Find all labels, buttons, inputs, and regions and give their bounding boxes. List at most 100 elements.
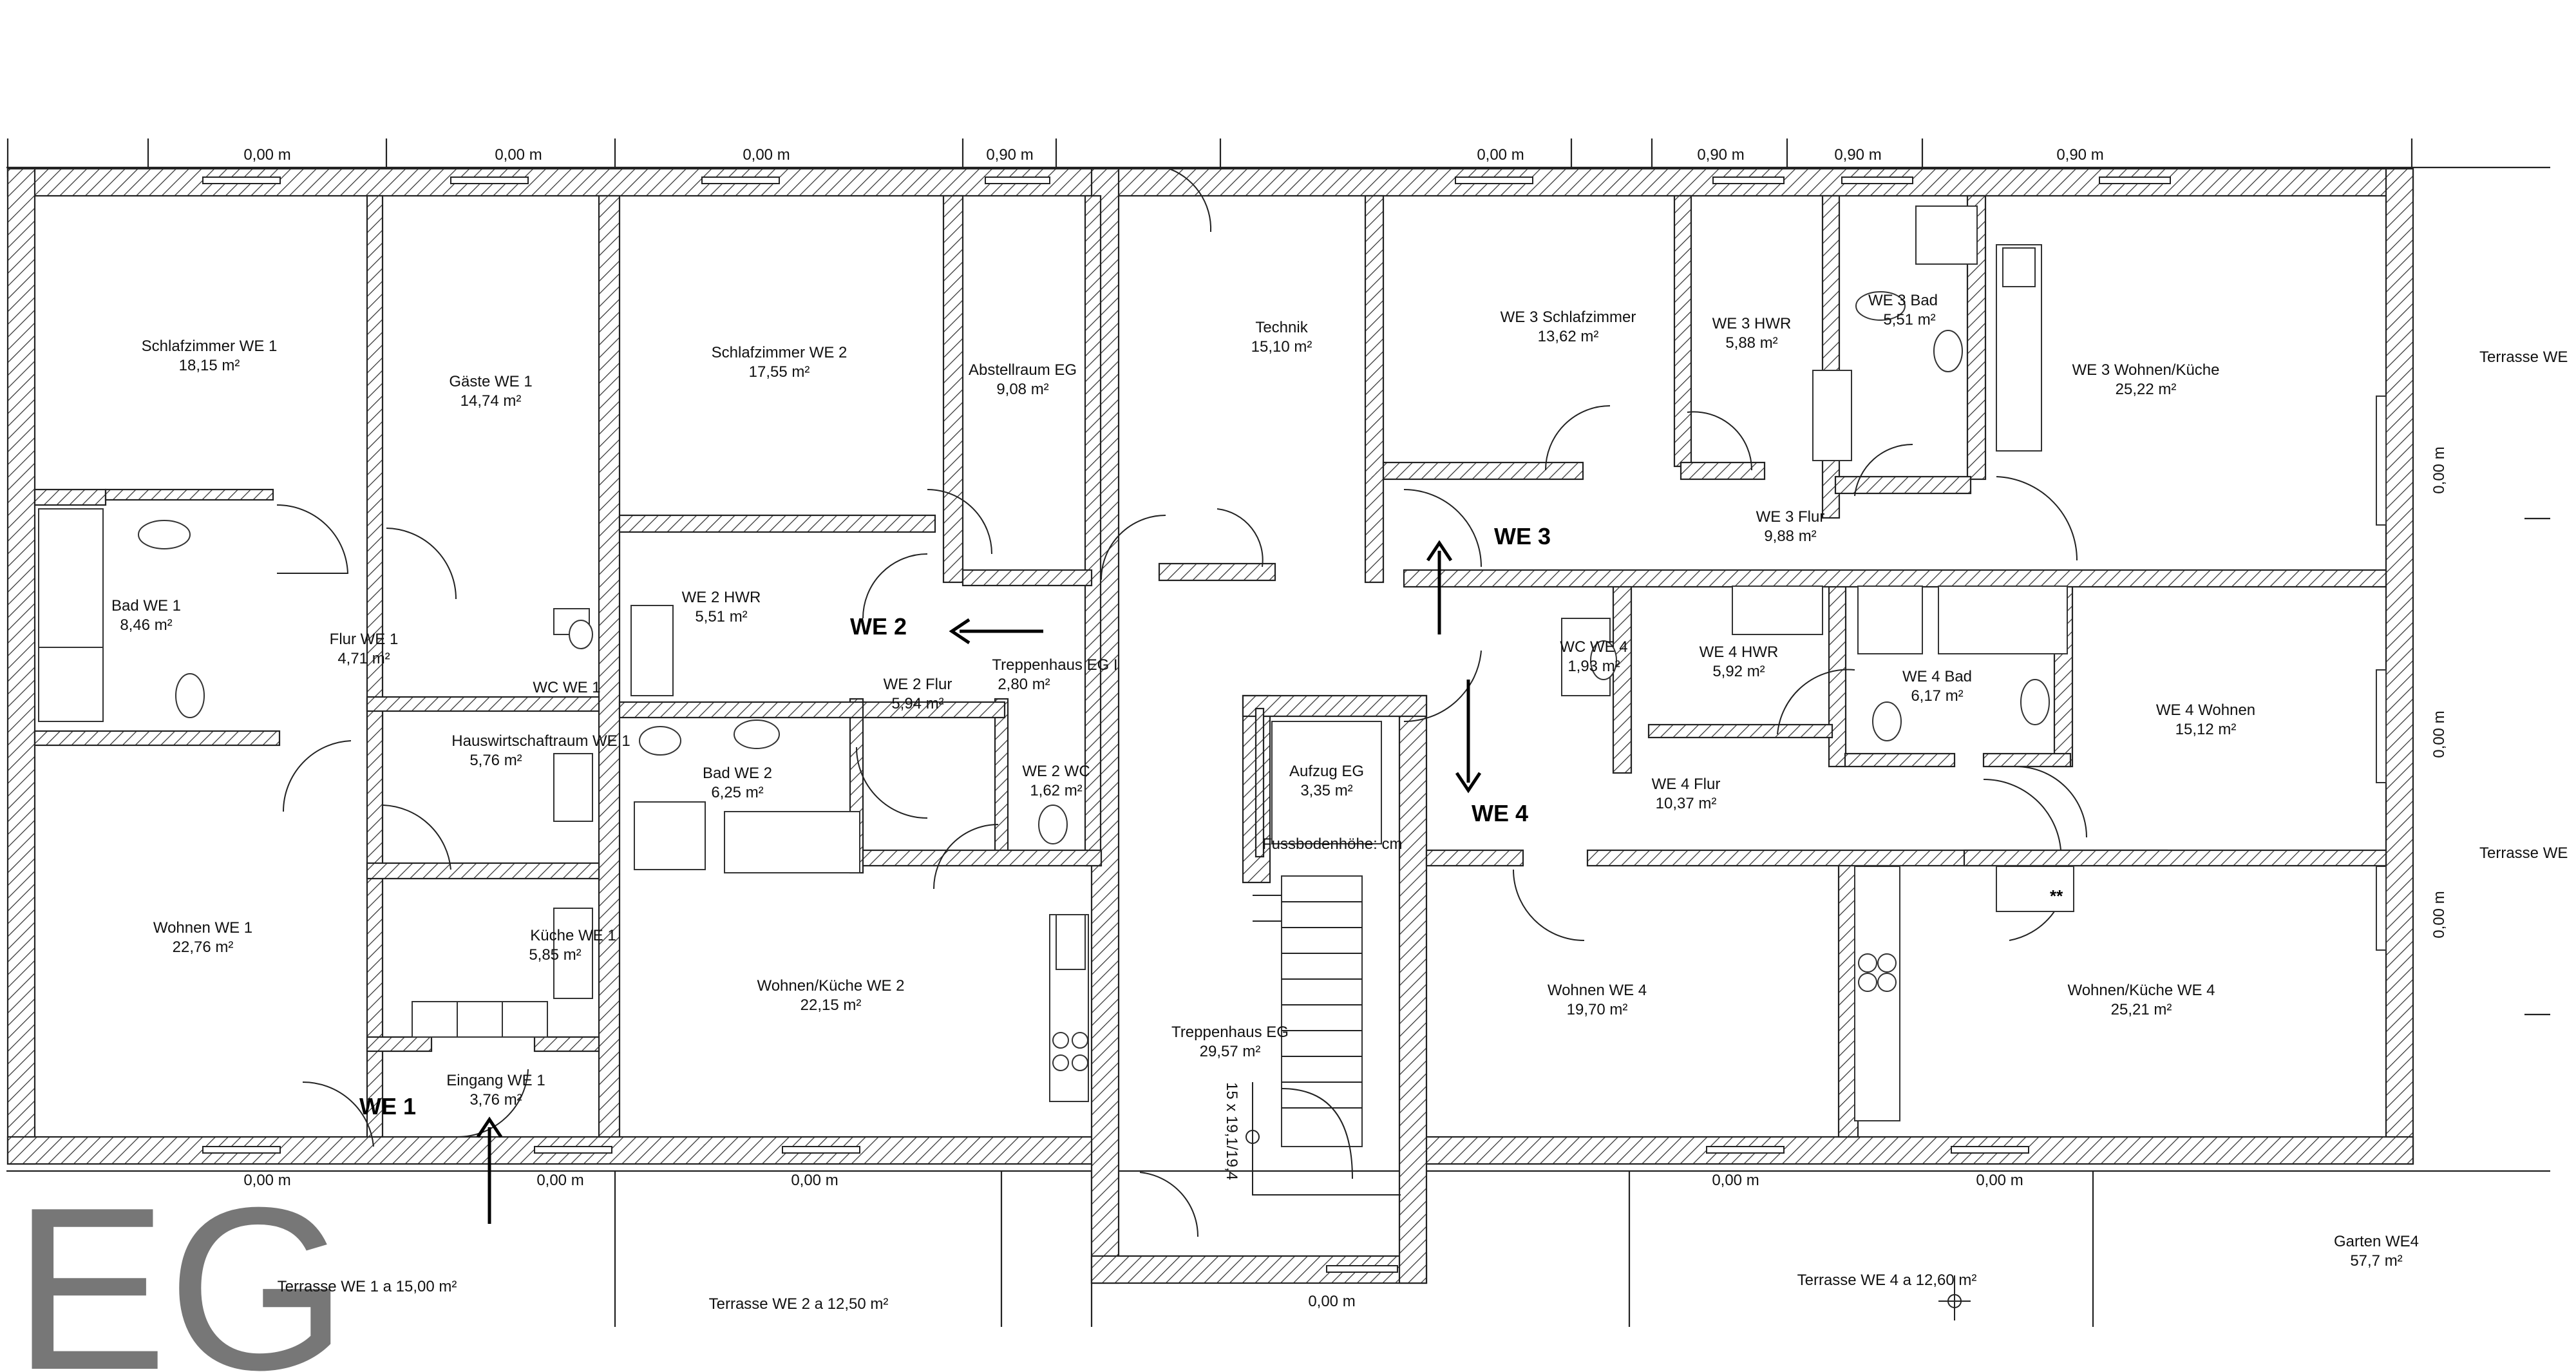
dimension-label: 0,00 m bbox=[1712, 1172, 1759, 1189]
garden-area: 57,7 m² bbox=[2350, 1252, 2402, 1270]
room-name: Aufzug EG bbox=[1289, 763, 1364, 780]
door-swings bbox=[276, 167, 2087, 1237]
room-name: WE 2 WC bbox=[1022, 763, 1090, 780]
dimension-label: 0,00 m bbox=[791, 1172, 838, 1189]
room-area: 14,74 m² bbox=[460, 392, 522, 410]
floor-height-note: Fussbodenhöhe: cm bbox=[1262, 835, 1402, 853]
room-area: 5,92 m² bbox=[1712, 663, 1765, 680]
room-labels: Schlafzimmer WE 1 18,15 m² Gäste WE 1 14… bbox=[111, 292, 2255, 1109]
room-area: 6,17 m² bbox=[1911, 687, 1963, 705]
room-area: 9,08 m² bbox=[996, 381, 1048, 398]
room-area: 9,88 m² bbox=[1764, 528, 1816, 545]
room-name: WE 4 HWR bbox=[1700, 643, 1779, 661]
room-name: Treppenhaus EG bbox=[1171, 1024, 1289, 1041]
terrace-label: Terrasse WE bbox=[2479, 844, 2568, 862]
room-name: Schlafzimmer WE 1 bbox=[142, 338, 278, 355]
room-area: 13,62 m² bbox=[1538, 328, 1599, 345]
room-area: 4,71 m² bbox=[337, 650, 390, 667]
room-name: WC WE 1 bbox=[533, 679, 600, 696]
room-area: 5,51 m² bbox=[695, 608, 747, 625]
room-name: Gäste WE 1 bbox=[449, 373, 532, 390]
crosshair-marker bbox=[1938, 1275, 1971, 1320]
dimension-labels-bottom: 0,00 m 0,00 m 0,00 m 0,00 m 0,00 m 0,00 … bbox=[243, 1172, 2023, 1310]
terrace-label: Terrasse WE bbox=[2479, 348, 2568, 366]
dimension-label: 0,00 m bbox=[1477, 146, 1524, 164]
dimension-label: 0,00 m bbox=[2430, 891, 2448, 938]
dimension-label: 0,90 m bbox=[2056, 146, 2103, 164]
room-name: WE 3 Schlafzimmer bbox=[1501, 309, 1636, 326]
floor-label: EG bbox=[13, 1159, 348, 1372]
dimension-label: 0,00 m bbox=[2430, 710, 2448, 757]
room-name: WE 2 HWR bbox=[682, 589, 761, 606]
dimension-label: 0,00 m bbox=[536, 1172, 583, 1189]
room-area: 25,21 m² bbox=[2111, 1001, 2172, 1018]
room-area: 22,76 m² bbox=[173, 938, 234, 956]
room-area: 19,70 m² bbox=[1567, 1001, 1628, 1018]
room-area: 8,46 m² bbox=[120, 616, 172, 634]
dimension-label: 0,90 m bbox=[986, 146, 1033, 164]
unit-label-we3: WE 3 bbox=[1494, 523, 1551, 549]
dimension-label: 0,00 m bbox=[495, 146, 542, 164]
unit-label-we1: WE 1 bbox=[359, 1093, 416, 1120]
room-name: Treppenhaus EG I bbox=[992, 656, 1117, 674]
room-area: 22,15 m² bbox=[800, 996, 862, 1014]
dimension-labels-top: 0,00 m 0,00 m 0,00 m 0,90 m 0,00 m 0,90 … bbox=[243, 146, 2103, 164]
dimension-label: 0,00 m bbox=[1976, 1172, 2023, 1189]
room-name: WE 3 Flur bbox=[1756, 508, 1825, 526]
room-name: WE 4 Bad bbox=[1902, 668, 1972, 685]
outdoor-labels: Terrasse WE 1 a 15,00 m² Terrasse WE 2 a… bbox=[278, 348, 2568, 1313]
room-name: WE 4 Flur bbox=[1652, 776, 1721, 793]
dimension-lines bbox=[6, 138, 2550, 1327]
room-area: 3,35 m² bbox=[1300, 782, 1352, 799]
room-area: 18,15 m² bbox=[179, 357, 240, 374]
room-area: 10,37 m² bbox=[1656, 795, 1717, 812]
fixtures bbox=[38, 205, 2387, 1121]
room-name: Technik bbox=[1255, 319, 1308, 336]
room-name: Wohnen WE 1 bbox=[153, 919, 252, 937]
unit-label-we4: WE 4 bbox=[1472, 800, 1528, 826]
double-star-note: ** bbox=[2050, 886, 2063, 906]
dimension-label: 0,00 m bbox=[243, 146, 290, 164]
terrace-label: Terrasse WE 2 a 12,50 m² bbox=[709, 1295, 889, 1313]
dimension-label: 0,00 m bbox=[743, 146, 790, 164]
dimension-label: 0,90 m bbox=[1834, 146, 1881, 164]
room-area: 5,88 m² bbox=[1725, 334, 1777, 352]
room-area: 5,76 m² bbox=[469, 752, 522, 769]
room-name: WE 3 HWR bbox=[1712, 315, 1792, 332]
dimension-labels-right: 0,00 m 0,00 m 0,00 m bbox=[2430, 446, 2448, 938]
room-area: 5,51 m² bbox=[1883, 311, 1935, 329]
room-name: Hauswirtschaftraum WE 1 bbox=[451, 732, 630, 750]
stair-treads bbox=[1245, 875, 1401, 1196]
room-area: 15,12 m² bbox=[2175, 721, 2237, 738]
terrace-label: Terrasse WE 4 a 12,60 m² bbox=[1797, 1272, 1977, 1289]
stair-spec-note: 15 x 19,1/19,4 bbox=[1223, 1082, 1240, 1180]
room-name: Abstellraum EG bbox=[969, 361, 1077, 379]
room-area: 6,25 m² bbox=[711, 784, 763, 801]
room-name: Flur WE 1 bbox=[330, 631, 399, 648]
windows bbox=[202, 176, 2171, 1273]
room-name: Bad WE 1 bbox=[111, 597, 181, 615]
room-name: Wohnen WE 4 bbox=[1548, 982, 1647, 999]
dimension-label: 0,00 m bbox=[243, 1172, 290, 1189]
room-area: 2,80 m² bbox=[998, 676, 1050, 693]
room-area: 3,76 m² bbox=[469, 1091, 522, 1109]
room-name: Wohnen/Küche WE 4 bbox=[2067, 982, 2215, 999]
dimension-label: 0,00 m bbox=[2430, 446, 2448, 493]
terrace-label: Terrasse WE 1 a 15,00 m² bbox=[278, 1278, 457, 1295]
room-name: Eingang WE 1 bbox=[446, 1072, 545, 1089]
room-name: WE 4 Wohnen bbox=[2156, 701, 2255, 719]
direction-arrows bbox=[476, 540, 1482, 1224]
room-area: 25,22 m² bbox=[2116, 381, 2177, 398]
garden-label: Garten WE4 bbox=[2334, 1233, 2419, 1250]
room-name: Küche WE 1 bbox=[530, 927, 616, 944]
room-name: WE 3 Wohnen/Küche bbox=[2072, 361, 2219, 379]
room-area: 1,62 m² bbox=[1030, 782, 1082, 799]
room-name: Wohnen/Küche WE 2 bbox=[757, 977, 904, 995]
room-name: Schlafzimmer WE 2 bbox=[712, 344, 848, 361]
room-area: 29,57 m² bbox=[1200, 1043, 1261, 1060]
room-area: 5,85 m² bbox=[529, 946, 581, 964]
dimension-label: 0,00 m bbox=[1308, 1293, 1355, 1310]
room-area: 15,10 m² bbox=[1251, 338, 1312, 356]
room-name: Bad WE 2 bbox=[703, 765, 772, 782]
